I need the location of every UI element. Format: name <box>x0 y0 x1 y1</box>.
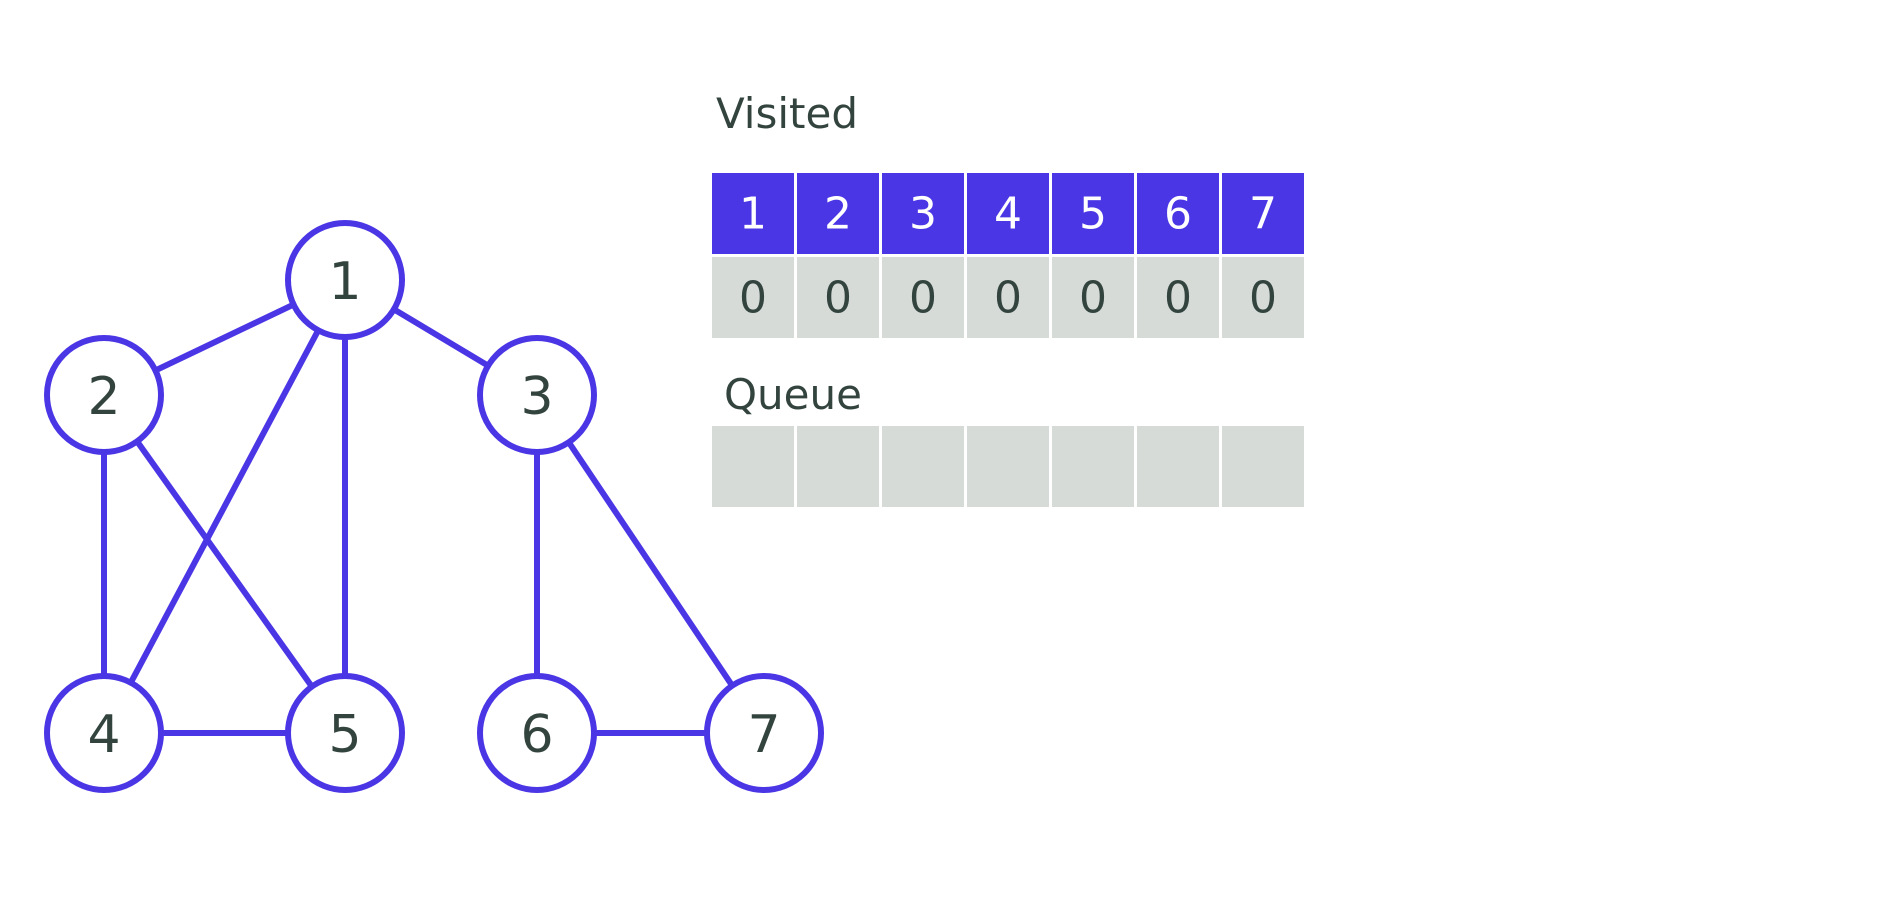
edge-1-2 <box>154 301 295 374</box>
node-label: 1 <box>328 252 361 312</box>
visited-value-cell <box>1222 257 1304 338</box>
node-label: 6 <box>520 705 553 765</box>
node-circle <box>704 673 824 793</box>
node-label: 2 <box>87 367 120 427</box>
visited-value-label: 0 <box>739 273 767 324</box>
queue-cell <box>797 426 879 507</box>
queue-cell <box>712 426 794 507</box>
visited-title: Visited <box>716 89 858 138</box>
visited-value-cell <box>797 257 879 338</box>
visited-header-label: 5 <box>1079 189 1107 240</box>
visited-header-cell <box>1137 173 1219 254</box>
visited-value-cell <box>882 257 964 338</box>
node-3: 3 <box>477 335 597 455</box>
visited-header-label: 3 <box>909 189 937 240</box>
node-1: 1 <box>285 220 405 340</box>
edge-3-7 <box>566 440 735 688</box>
edge-2-5 <box>134 439 315 689</box>
visited-value-label: 0 <box>909 273 937 324</box>
visited-value-label: 0 <box>824 273 852 324</box>
visited-header-cell <box>1222 173 1304 254</box>
queue-title: Queue <box>724 370 862 419</box>
visited-header-cell <box>882 173 964 254</box>
node-circle <box>285 220 405 340</box>
visited-value-cell <box>967 257 1049 338</box>
visited-value-cell <box>1137 257 1219 338</box>
node-5: 5 <box>285 673 405 793</box>
node-circle <box>477 673 597 793</box>
node-label: 4 <box>87 705 120 765</box>
visited-header-label: 1 <box>739 189 767 240</box>
graph-nodes: 1 2 3 4 5 6 7 <box>44 220 824 793</box>
queue-cell <box>967 426 1049 507</box>
queue-table <box>712 426 1304 507</box>
visited-header-label: 4 <box>994 189 1022 240</box>
queue-cell <box>882 426 964 507</box>
node-label: 7 <box>747 705 780 765</box>
node-circle <box>44 673 164 793</box>
node-circle <box>477 335 597 455</box>
visited-value-label: 0 <box>1164 273 1192 324</box>
edge-1-3 <box>392 306 490 369</box>
visited-header-label: 6 <box>1164 189 1192 240</box>
visited-header-cell <box>712 173 794 254</box>
visited-value-label: 0 <box>994 273 1022 324</box>
node-7: 7 <box>704 673 824 793</box>
node-circle <box>44 335 164 455</box>
node-6: 6 <box>477 673 597 793</box>
queue-cell <box>1052 426 1134 507</box>
edge-1-4 <box>128 328 321 685</box>
visited-header-cell <box>1052 173 1134 254</box>
visited-table: 1 0 2 0 3 0 4 0 5 0 6 0 7 0 <box>712 173 1304 338</box>
queue-cell <box>1222 426 1304 507</box>
node-label: 3 <box>520 367 553 427</box>
visited-value-label: 0 <box>1079 273 1107 324</box>
visited-header-label: 2 <box>824 189 852 240</box>
node-4: 4 <box>44 673 164 793</box>
visited-value-label: 0 <box>1249 273 1277 324</box>
node-2: 2 <box>44 335 164 455</box>
visited-value-cell <box>712 257 794 338</box>
queue-cell <box>1137 426 1219 507</box>
visited-value-cell <box>1052 257 1134 338</box>
visited-header-label: 7 <box>1249 189 1277 240</box>
visited-header-cell <box>797 173 879 254</box>
visited-header-cell <box>967 173 1049 254</box>
node-circle <box>285 673 405 793</box>
node-label: 5 <box>328 705 361 765</box>
graph-edges <box>101 301 735 736</box>
